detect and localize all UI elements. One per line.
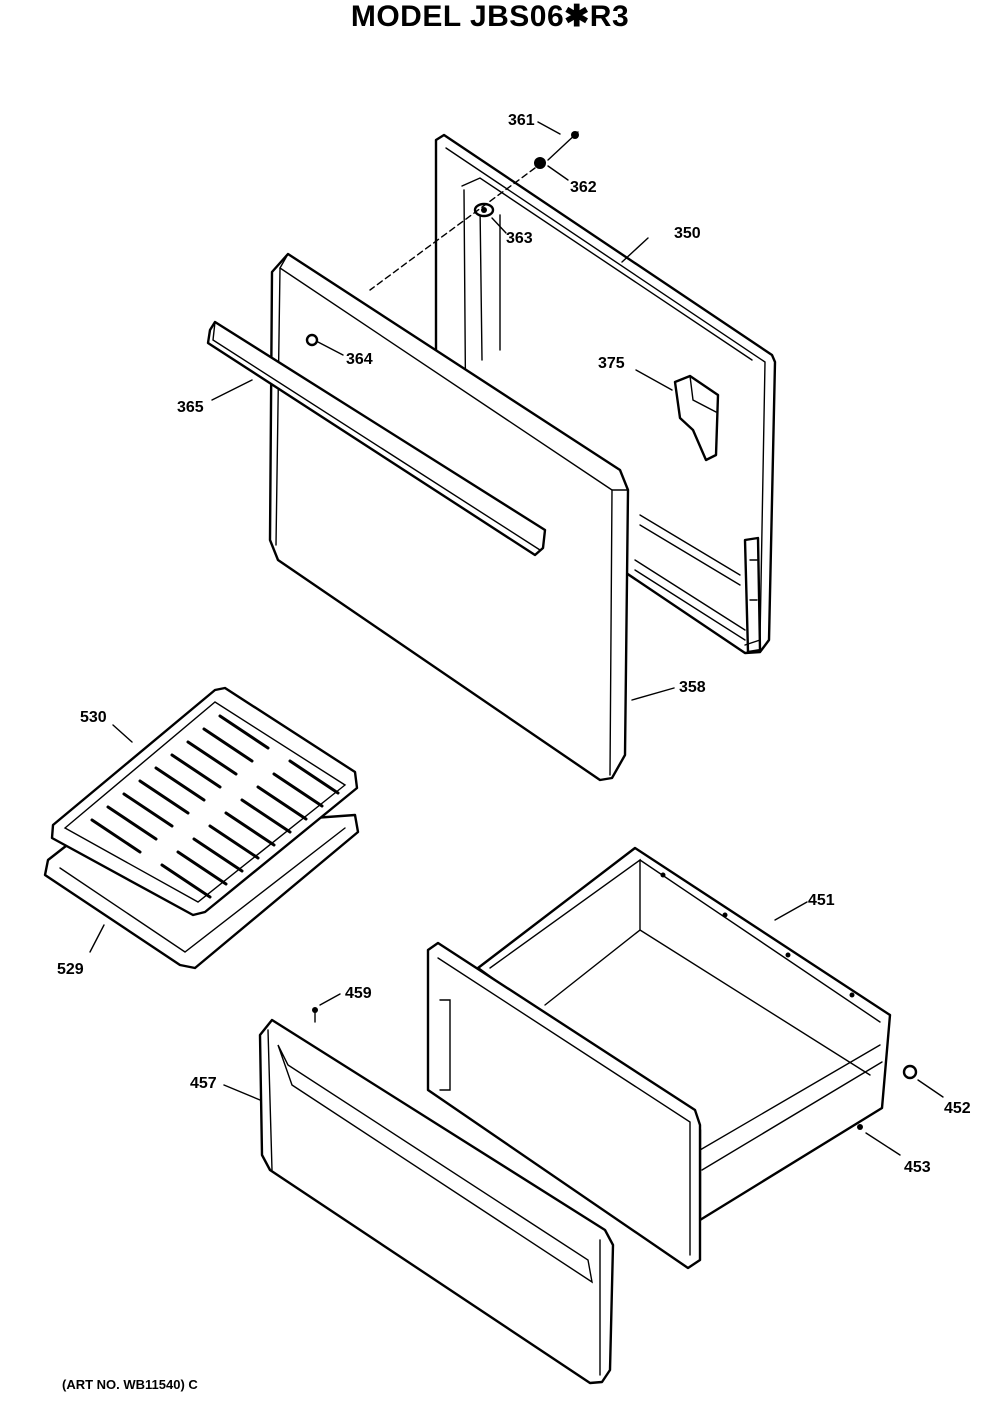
rack-slot bbox=[186, 740, 238, 776]
door-inner-panel bbox=[434, 133, 777, 655]
rack-slot bbox=[272, 772, 324, 808]
part-label-459: 459 bbox=[345, 985, 372, 1002]
rack-slot bbox=[240, 798, 292, 834]
leader-lines bbox=[89, 121, 944, 1156]
rack-slot bbox=[176, 850, 228, 886]
rack-slot bbox=[160, 863, 212, 899]
rack-slot bbox=[122, 792, 174, 828]
part-label-365: 365 bbox=[177, 399, 204, 416]
part-label-364: 364 bbox=[346, 351, 373, 368]
part-label-363: 363 bbox=[506, 230, 533, 247]
rack-slot bbox=[90, 818, 142, 854]
part-label-375: 375 bbox=[598, 355, 625, 372]
door-handle bbox=[206, 320, 547, 557]
rack-slot bbox=[288, 759, 340, 795]
rack-slot bbox=[256, 785, 308, 821]
part-label-358: 358 bbox=[679, 679, 706, 696]
art-number: (ART NO. WB11540) C bbox=[62, 1377, 198, 1392]
drawer-front-panel bbox=[258, 1018, 615, 1385]
part-label-529: 529 bbox=[57, 961, 84, 978]
rack-slot bbox=[218, 714, 270, 750]
rack-slot bbox=[202, 727, 254, 763]
rack-slot bbox=[170, 753, 222, 789]
drawer-front-inner bbox=[426, 941, 702, 1270]
broiler-rack-slots bbox=[90, 714, 340, 899]
part-label-362: 362 bbox=[570, 179, 597, 196]
rack-slot bbox=[106, 805, 158, 841]
drawer-body bbox=[476, 846, 892, 1222]
part-label-453: 453 bbox=[904, 1159, 931, 1176]
rack-slot bbox=[208, 824, 260, 860]
door-fasteners bbox=[305, 131, 579, 347]
rack-slot bbox=[154, 766, 206, 802]
broiler-rack bbox=[50, 686, 359, 917]
bracket-375 bbox=[673, 374, 720, 462]
part-label-452: 452 bbox=[944, 1100, 971, 1117]
rack-slot bbox=[138, 779, 190, 815]
part-label-350: 350 bbox=[674, 225, 701, 242]
part-label-451: 451 bbox=[808, 892, 835, 909]
part-label-530: 530 bbox=[80, 709, 107, 726]
rack-slot bbox=[192, 837, 244, 873]
part-label-361: 361 bbox=[508, 112, 535, 129]
diagram-title: MODEL JBS06✱R3 bbox=[350, 0, 630, 33]
door-outer-panel bbox=[268, 252, 630, 782]
part-label-457: 457 bbox=[190, 1075, 217, 1092]
rack-slot bbox=[224, 811, 276, 847]
drawer-fasteners bbox=[312, 1007, 918, 1130]
